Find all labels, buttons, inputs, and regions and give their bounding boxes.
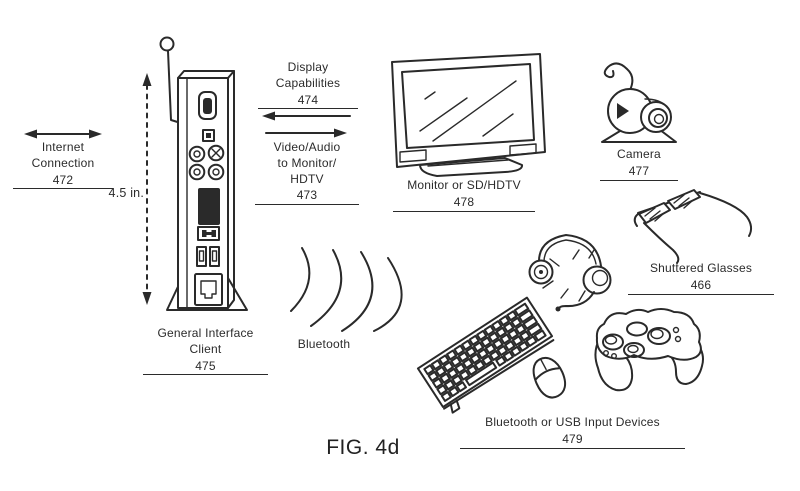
- ref-478: 478: [393, 195, 535, 212]
- input-devices-label: Bluetooth or USB Input Devices 479: [460, 415, 685, 449]
- figure-title: FIG. 4d: [326, 436, 400, 459]
- shuttered-glasses-drawing: [633, 189, 753, 264]
- internet-connection-line2: Connection: [31, 155, 95, 170]
- general-interface-client-label: General Interface Client 475: [143, 326, 268, 376]
- height-dimension-label: 4.5 in.: [108, 186, 144, 200]
- ref-472: 472: [13, 173, 113, 190]
- display-capabilities-label: Display Capabilities 474: [258, 60, 358, 110]
- game-controller-drawing: [594, 308, 704, 392]
- camera-label: Camera 477: [600, 147, 678, 181]
- monitor-drawing: [391, 53, 546, 177]
- height-dimension-line: [142, 73, 152, 305]
- monitor-label: Monitor or SD/HDTV 478: [393, 178, 535, 212]
- ref-477: 477: [600, 164, 678, 181]
- internet-connection-label: Internet Connection 472: [13, 140, 113, 190]
- ref-473: 473: [255, 188, 359, 206]
- internet-connection-arrow: [24, 129, 102, 139]
- ref-475: 475: [143, 359, 268, 376]
- headset-drawing: [528, 234, 612, 312]
- shuttered-glasses-label: Shuttered Glasses 466: [628, 261, 774, 295]
- display-capabilities-arrows: [262, 111, 351, 138]
- bluetooth-waves-icon: [290, 247, 403, 332]
- bluetooth-label: Bluetooth: [297, 337, 351, 351]
- internet-connection-line1: Internet: [41, 140, 85, 154]
- ref-474: 474: [258, 93, 358, 110]
- keyboard-drawing: [416, 296, 555, 414]
- ref-466: 466: [628, 278, 774, 295]
- camera-drawing: [601, 62, 677, 143]
- mouse-drawing: [532, 356, 567, 399]
- general-interface-client-drawing: [159, 36, 248, 311]
- ref-479: 479: [460, 432, 685, 449]
- video-audio-label: Video/Audio to Monitor/ HDTV 473: [255, 140, 359, 206]
